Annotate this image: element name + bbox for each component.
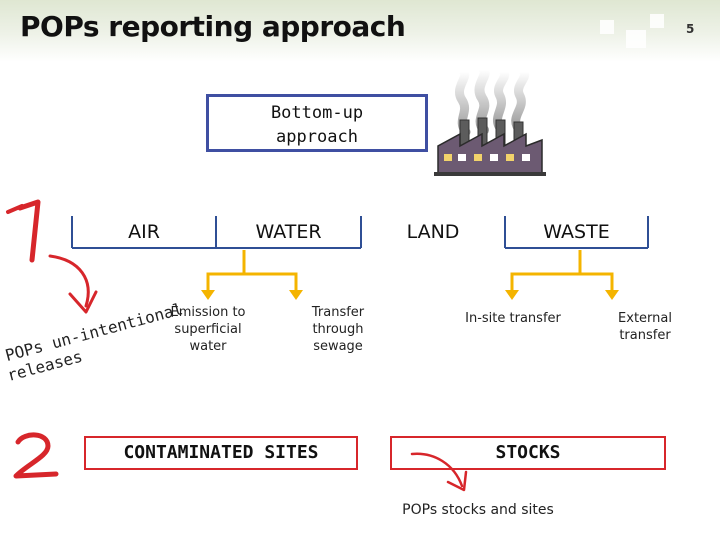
slide-number: 5: [686, 22, 695, 36]
factory-icon: [434, 70, 546, 176]
header-band: [0, 0, 720, 62]
stocks-caption: POPs stocks and sites: [402, 502, 554, 518]
stocks-box: STOCKS: [390, 436, 666, 470]
decor-square: [626, 30, 646, 48]
category-air: AIR: [128, 221, 160, 243]
transfer-through-sewage-label: Transfer through sewage: [311, 305, 365, 354]
page-title: POPs reporting approach: [20, 10, 406, 43]
category-waste: WASTE: [543, 221, 610, 243]
decor-square: [650, 14, 664, 28]
stocks-curly-arrow: [410, 452, 468, 492]
category-land: LAND: [406, 221, 460, 243]
in-site-transfer-label: In-site transfer: [465, 311, 561, 326]
external-transfer-label: External transfer: [618, 311, 672, 343]
bottom-up-line2: approach: [276, 127, 358, 147]
step-two-graphic: [13, 432, 59, 479]
step-one-graphic: [6, 199, 98, 314]
bottom-up-line1: Bottom-up: [270, 103, 364, 123]
bottom-up-approach-box: Bottom-up approach: [206, 94, 428, 152]
emission-to-water-label: Emission to superficial water: [170, 305, 246, 354]
contaminated-sites-box: CONTAMINATED SITES: [84, 436, 358, 470]
category-water: WATER: [255, 221, 322, 243]
decor-square: [600, 20, 614, 34]
